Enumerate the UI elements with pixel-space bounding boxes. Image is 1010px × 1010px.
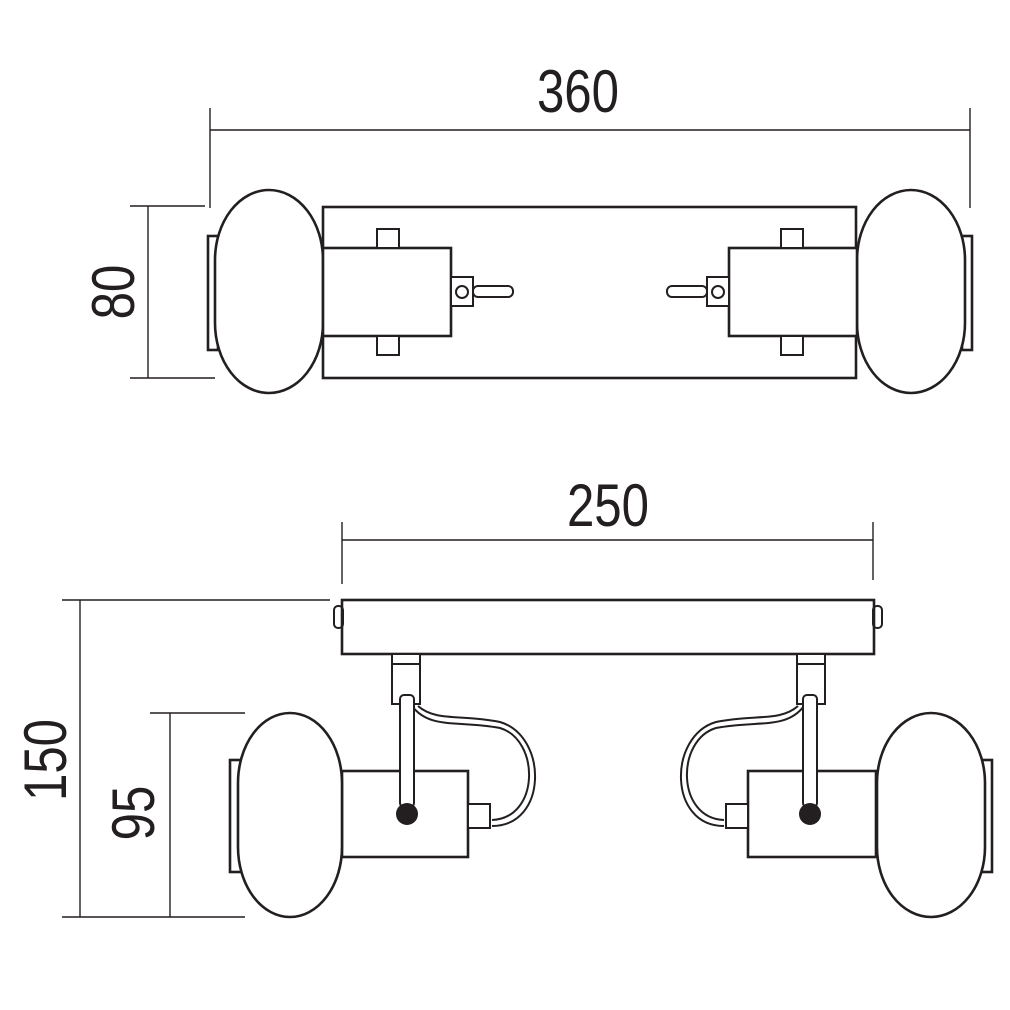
dimension-label-360: 360 bbox=[537, 57, 619, 125]
front-view: 250 150 95 bbox=[11, 471, 994, 919]
dimension-front-head-height: 95 bbox=[99, 712, 245, 917]
dimension-label-250: 250 bbox=[567, 471, 649, 539]
mounting-bar-front bbox=[333, 598, 883, 656]
right-spot-body-top bbox=[666, 228, 859, 356]
dimension-front-height: 150 bbox=[11, 599, 330, 918]
left-spot-head-top bbox=[206, 188, 325, 395]
left-spot-body-top bbox=[321, 228, 514, 356]
right-spot-front bbox=[680, 653, 994, 919]
right-spot-head-top bbox=[855, 188, 974, 395]
dimension-top-height: 80 bbox=[79, 205, 215, 379]
dimension-front-width: 250 bbox=[341, 471, 874, 584]
dimension-label-150: 150 bbox=[11, 719, 79, 801]
top-view: 360 80 bbox=[79, 57, 974, 395]
dimension-top-width: 360 bbox=[209, 57, 971, 208]
left-spot-front bbox=[228, 653, 536, 919]
dimension-label-95: 95 bbox=[99, 786, 167, 841]
dimension-label-80: 80 bbox=[79, 265, 147, 320]
